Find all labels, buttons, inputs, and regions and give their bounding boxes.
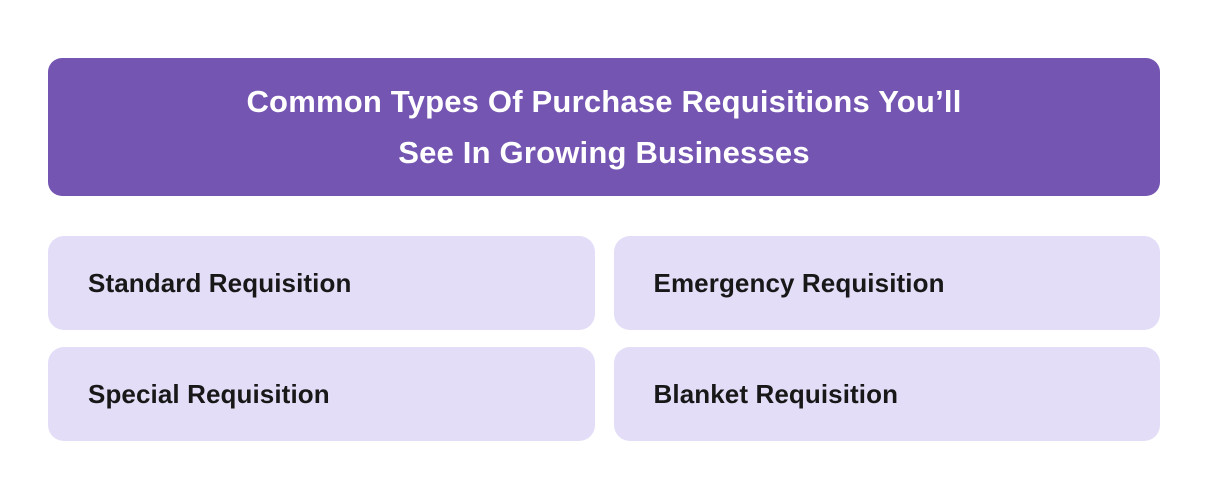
card-standard-requisition: Standard Requisition	[48, 236, 595, 330]
card-label-emergency: Emergency Requisition	[653, 267, 945, 298]
card-blanket-requisition: Blanket Requisition	[613, 347, 1160, 441]
card-emergency-requisition: Emergency Requisition	[613, 236, 1160, 330]
requisition-cards-grid: Standard Requisition Emergency Requisiti…	[48, 236, 1160, 441]
card-label-standard: Standard Requisition	[88, 267, 352, 298]
title-line-1: Common Types Of Purchase Requisitions Yo…	[246, 84, 962, 119]
card-label-blanket: Blanket Requisition	[653, 378, 899, 409]
title-line-2: See In Growing Businesses	[398, 135, 810, 170]
header-banner: Common Types Of Purchase Requisitions Yo…	[48, 58, 1160, 196]
card-label-special: Special Requisition	[88, 378, 330, 409]
card-special-requisition: Special Requisition	[48, 347, 595, 441]
